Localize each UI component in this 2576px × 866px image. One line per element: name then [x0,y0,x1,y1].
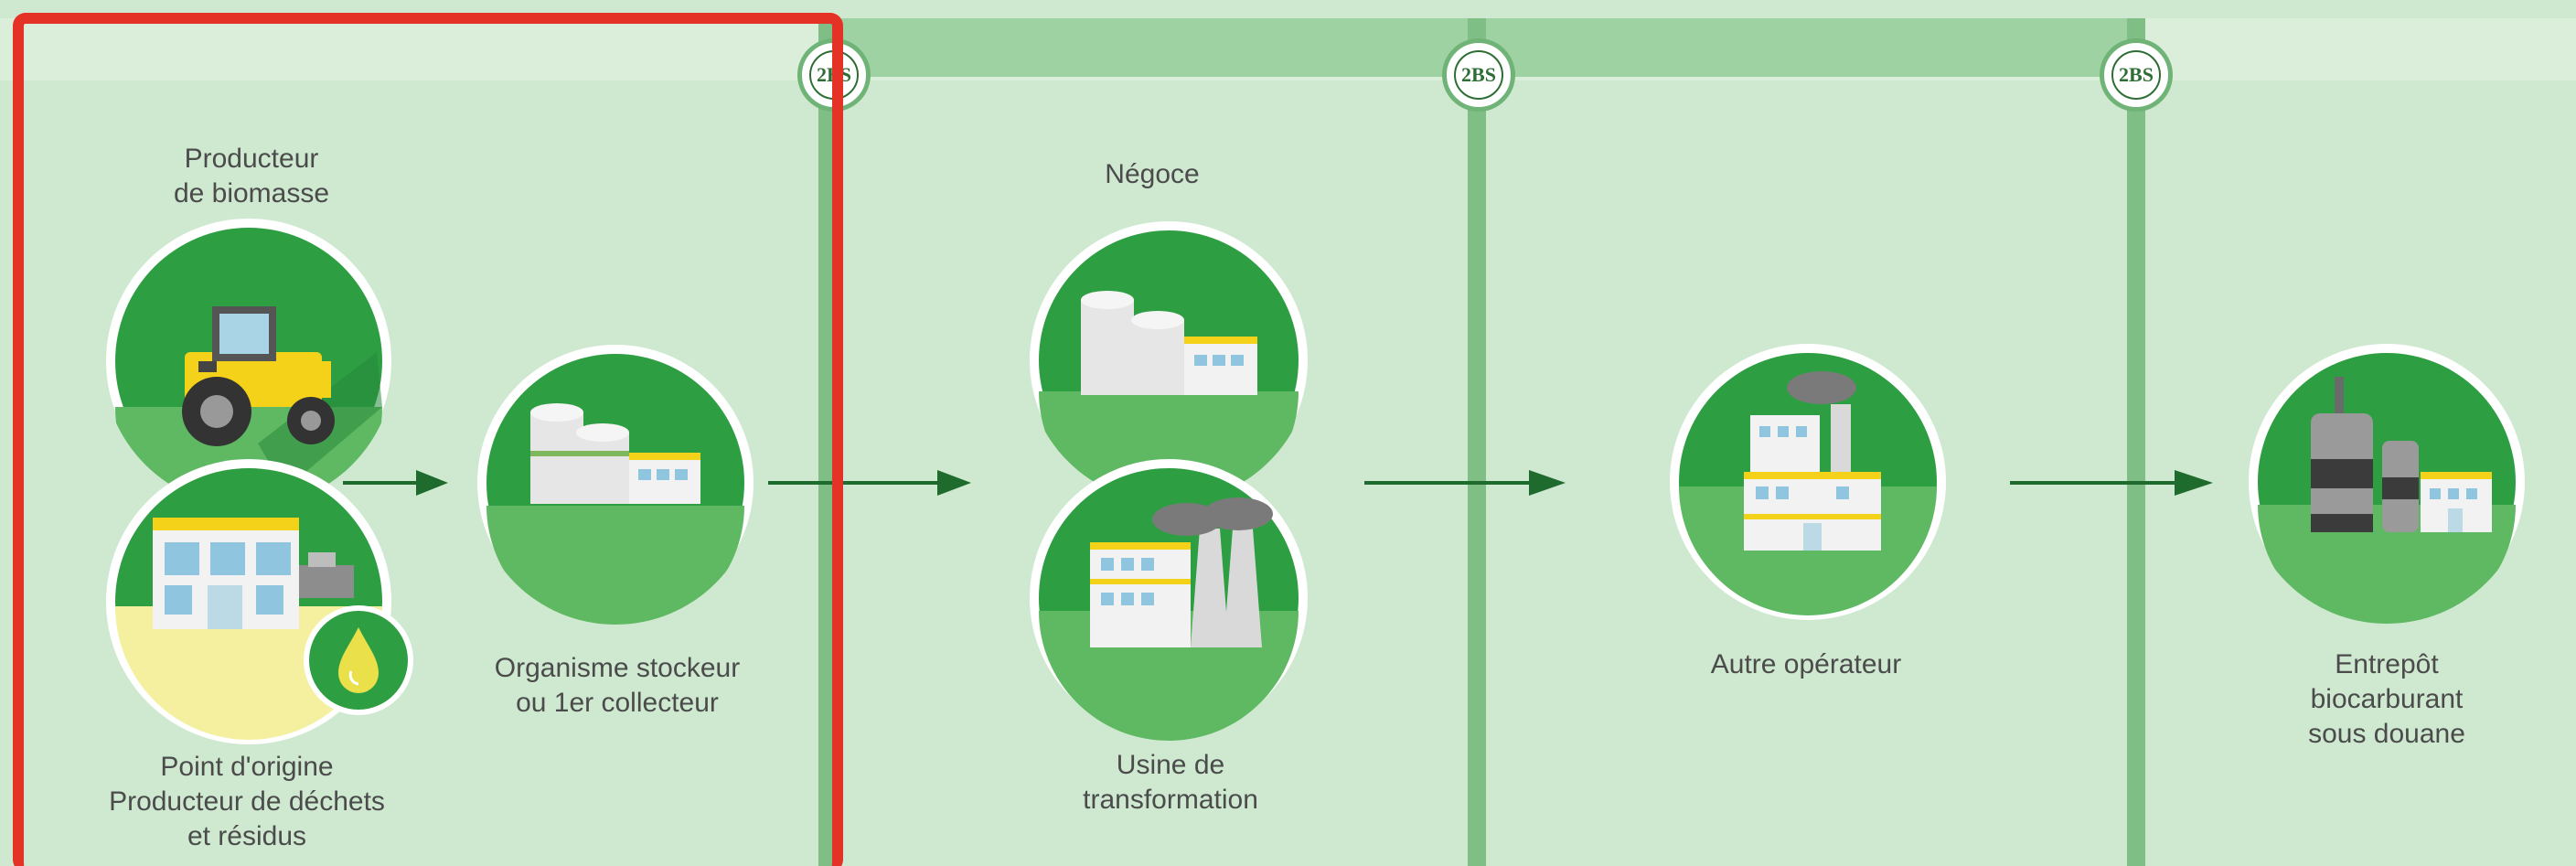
trading-silo-icon [1081,291,1257,395]
highlight-frame [13,13,843,866]
factory-circle [1026,455,1311,741]
section-divider-2 [1468,18,1486,866]
2bs-badge-3: 2BS [2100,38,2173,112]
label-entrepot: Entrepôt biocarburant sous douane [2308,649,2465,749]
storage-circle [474,341,757,625]
section-divider-3 [2127,18,2145,866]
2bs-badge-2: 2BS [1442,38,1515,112]
arrow-2 [768,470,971,496]
storage-silo-icon [530,403,700,504]
arrow-4 [2010,470,2213,496]
transformation-factory-icon [1090,497,1273,647]
waste-producer-building-icon [153,518,354,629]
arrow-3 [1364,470,1566,496]
label-negoce: Négoce [1105,159,1200,189]
label-autre-operateur: Autre opérateur [1710,649,1902,679]
operator-factory-icon [1744,371,1881,551]
tractor-circle [102,215,395,508]
tractor-icon [182,306,335,446]
label-point-origine: Point d'origine Producteur de déchets et… [109,752,385,851]
warehouse-circle [2245,340,2528,624]
oil-drop-icon [338,627,379,693]
trading-circle [1026,218,1311,503]
label-producteur-biomasse: Producteur de biomasse [173,144,330,208]
bonded-warehouse-icon [2311,377,2492,532]
oil-drop-badge [302,604,415,717]
arrow-1 [343,470,448,496]
operator-circle [1666,340,1950,624]
label-usine: Usine de transformation [1083,750,1258,815]
label-organisme-stockeur: Organisme stockeur ou 1er collecteur [494,653,741,718]
